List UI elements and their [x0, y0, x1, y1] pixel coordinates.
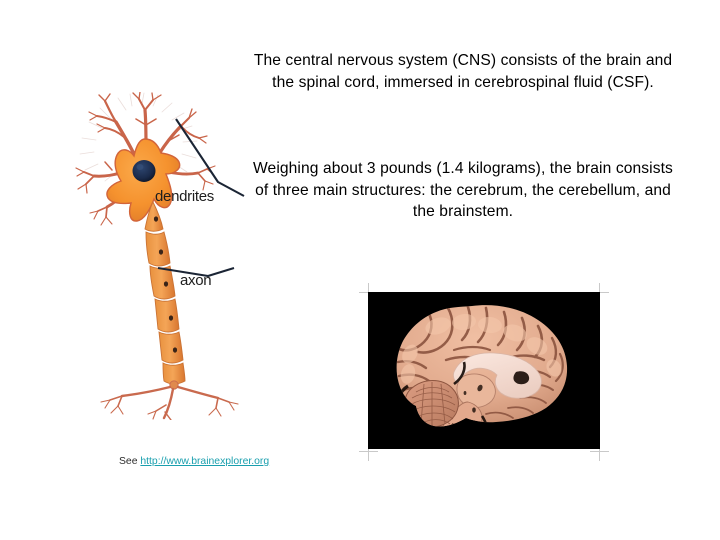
axon-nodes: [153, 216, 178, 353]
thalamus: [456, 373, 496, 408]
paragraph-brain-structures: Weighing about 3 pounds (1.4 kilograms),…: [246, 158, 680, 223]
axon-leader-line: [157, 266, 235, 278]
cerebellum-folia: [409, 382, 456, 426]
source-credit: See http://www.brainexplorer.org: [119, 455, 269, 469]
paragraph-brain-structures-text: Weighing about 3 pounds (1.4 kilograms),…: [253, 160, 673, 220]
credit-prefix: See: [119, 456, 141, 467]
paragraph-cns: The central nervous system (CNS) consist…: [246, 50, 680, 93]
brain-midsagittal-image: [368, 292, 600, 449]
dendrites-leader-line: [175, 118, 245, 197]
axon-label: axon: [180, 272, 211, 289]
nucleus-highlight: [136, 164, 144, 170]
paragraph-cns-text: The central nervous system (CNS) consist…: [253, 52, 673, 91]
brainexplorer-link[interactable]: http://www.brainexplorer.org: [140, 456, 270, 467]
dendrites-label: dendrites: [155, 188, 214, 205]
brain-photo-figure: [359, 283, 609, 461]
neuron-axon: [144, 200, 186, 385]
neuron-diagram: dendrites axon: [58, 92, 246, 420]
neuron-nucleus: [132, 160, 156, 182]
axon-terminals: [100, 380, 239, 420]
